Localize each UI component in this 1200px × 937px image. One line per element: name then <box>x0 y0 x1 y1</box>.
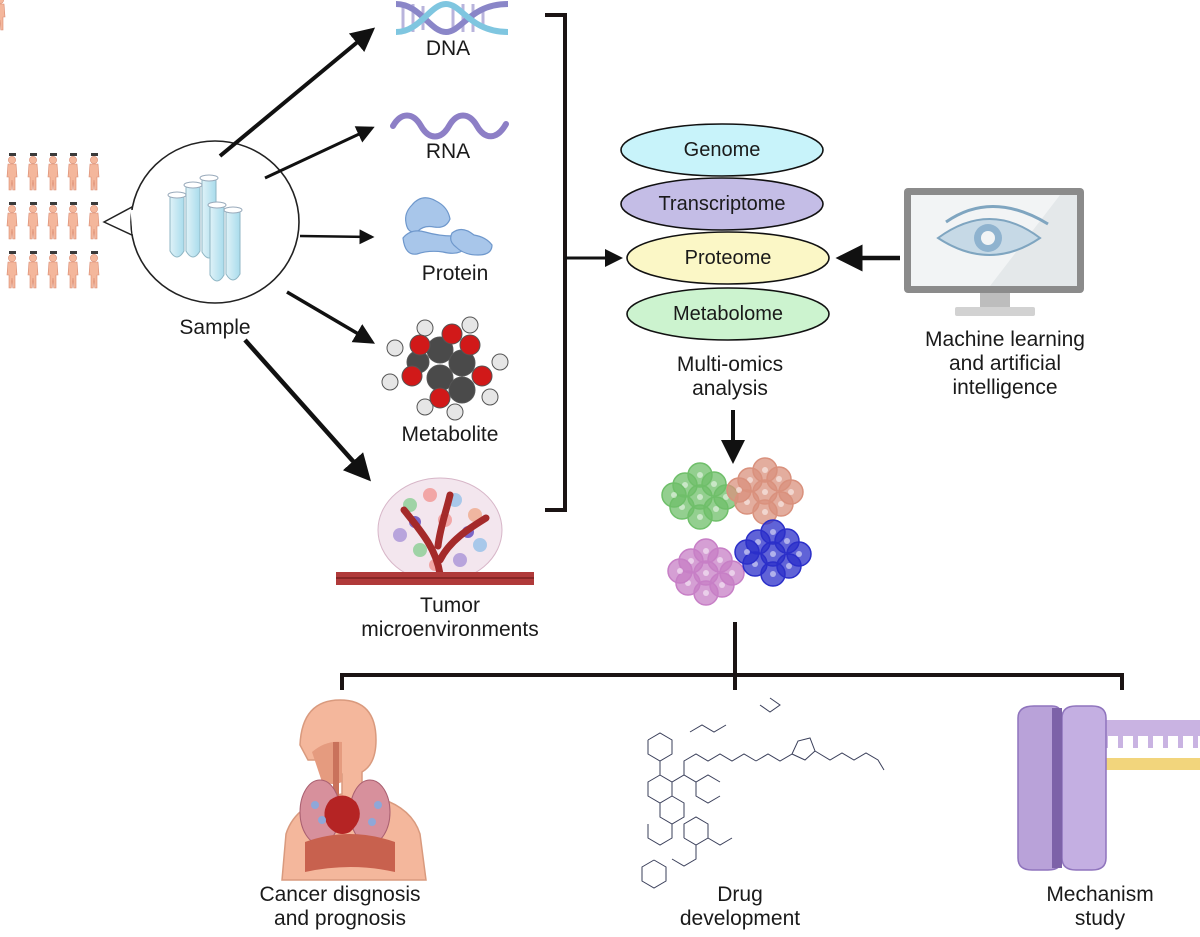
cell-nucleus <box>744 549 750 555</box>
cell-nucleus <box>717 557 723 563</box>
genome-label: Genome <box>683 139 761 161</box>
protein-label: Protein <box>421 262 489 285</box>
cell-nucleus <box>786 563 792 569</box>
computer-monitor-icon <box>904 188 1084 316</box>
outcome-diagnosis-label: Cancer disgnosis and prognosis <box>259 883 421 930</box>
rna-label: RNA <box>425 140 471 163</box>
cell-nucleus <box>711 481 717 487</box>
test-tubes-icon <box>167 174 243 282</box>
cell-nucleus <box>770 529 776 535</box>
cell-nucleus <box>703 548 709 554</box>
cell-nucleus <box>736 487 742 493</box>
outcome-drug-label: Drug development <box>679 883 801 930</box>
rna-strand-icon <box>390 112 509 140</box>
ellipse-metabolome <box>626 287 830 341</box>
sample-label: Sample <box>179 316 251 339</box>
metabolome-label: Metabolome <box>672 303 784 325</box>
dna-label: DNA <box>425 37 471 60</box>
ml-label: Machine learning and artificial intellig… <box>925 328 1085 399</box>
membrane-channel-icon <box>1017 705 1200 871</box>
dna-helix-icon <box>395 0 509 36</box>
hair-detail <box>9 153 98 254</box>
ellipse-proteome <box>626 231 830 285</box>
protein-structure-icon <box>402 197 493 256</box>
ellipse-transcriptome <box>620 177 824 231</box>
cell-nucleus <box>770 571 776 577</box>
cell-nucleus <box>671 492 677 498</box>
sample-arrows <box>218 27 376 482</box>
cell-nucleus <box>770 551 776 557</box>
cell-nucleus <box>729 570 735 576</box>
tumor-microenvironment-icon <box>336 477 534 585</box>
ellipse-genome <box>620 123 824 177</box>
cell-nucleus <box>703 590 709 596</box>
human-anatomy-icon <box>281 699 427 881</box>
integration-bracket <box>545 13 567 512</box>
cell-nucleus <box>697 514 703 520</box>
cell-nucleus <box>703 570 709 576</box>
cell-nucleus <box>796 551 802 557</box>
cell-nucleus <box>788 489 794 495</box>
chemical-structure-icon <box>641 697 885 889</box>
cell-nucleus <box>762 467 768 473</box>
cell-nucleus <box>784 538 790 544</box>
cell-nucleus <box>778 501 784 507</box>
cell-clusters-icon <box>661 457 812 606</box>
cell-nucleus <box>762 509 768 515</box>
transcriptome-label: Transcriptome <box>658 193 786 215</box>
outcome-tree <box>340 622 1124 690</box>
population-icon <box>0 0 100 289</box>
cell-nucleus <box>697 472 703 478</box>
cell-nucleus <box>677 568 683 574</box>
molecule-icon <box>381 316 509 421</box>
outcome-mechanism-label: Mechanism study <box>1046 883 1154 930</box>
multiomics-label: Multi-omics analysis <box>676 353 784 400</box>
cell-nucleus <box>719 582 725 588</box>
cell-nucleus <box>713 506 719 512</box>
cell-nucleus <box>776 476 782 482</box>
omics-layer-ellipses <box>620 123 830 341</box>
metabolite-label: Metabolite <box>401 423 499 446</box>
tumor-label: Tumor microenvironments <box>361 594 539 641</box>
cell-nucleus <box>762 489 768 495</box>
proteome-label: Proteome <box>684 247 772 269</box>
cell-nucleus <box>697 494 703 500</box>
